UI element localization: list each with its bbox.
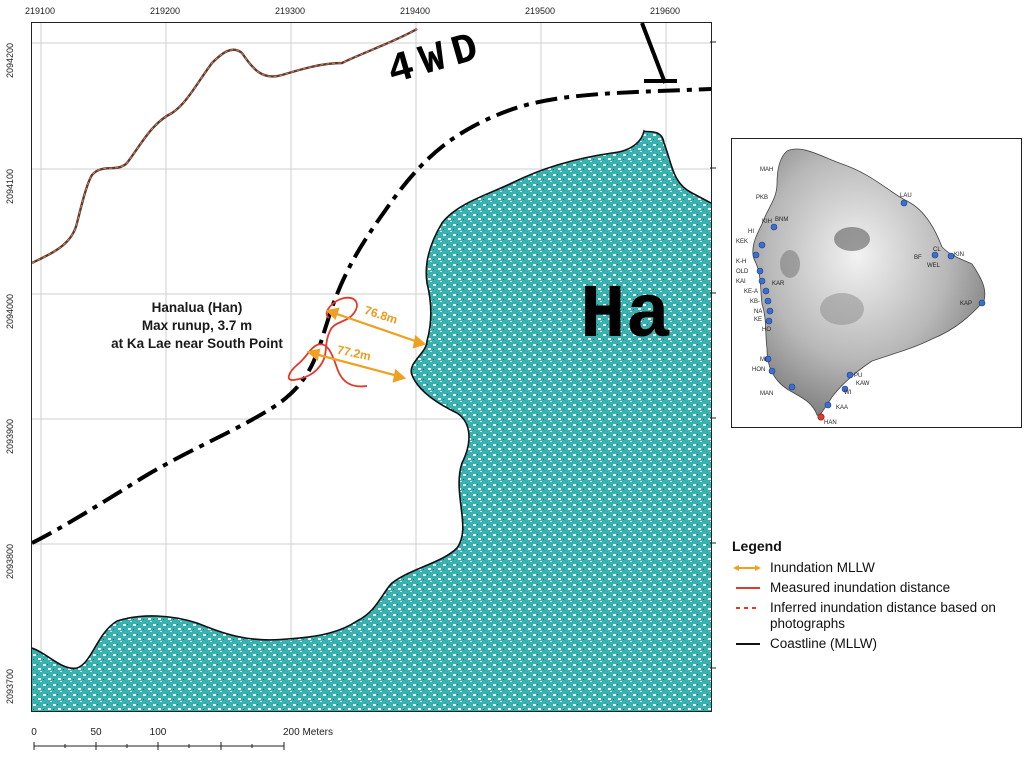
x-tick-label: 219600 xyxy=(649,6,681,16)
scale-label: 100 xyxy=(149,727,167,738)
right-axis-ticks xyxy=(710,41,716,669)
site-annotation: Hanalua (Han) Max runup, 3.7 m at Ka Lae… xyxy=(97,299,297,353)
site-label: HAN xyxy=(824,420,837,426)
map-canvas xyxy=(32,23,711,711)
x-tick-label: 219200 xyxy=(149,6,181,16)
x-tick-label: 219100 xyxy=(24,6,56,16)
dirt-road xyxy=(32,87,711,545)
coastline xyxy=(32,129,711,670)
legend-label: Inferred inundation distance based on ph… xyxy=(770,600,996,631)
site-label: KE xyxy=(754,317,762,323)
hualalai-relief xyxy=(780,250,800,278)
inset-map: MAH PKB KIH BNM HI KEK K-H OLD KAI KAR K… xyxy=(731,138,1022,428)
site-label: KB- xyxy=(750,299,760,305)
site-label: BNM xyxy=(775,217,788,223)
inset-canvas: MAH PKB KIH BNM HI KEK K-H OLD KAI KAR K… xyxy=(736,148,986,426)
red-dashed-line-icon xyxy=(736,607,760,609)
site-label: KAI xyxy=(736,279,746,285)
x-tick-label: 219400 xyxy=(399,6,431,16)
inundation-arrows xyxy=(306,307,427,383)
trail-line-highlight xyxy=(32,28,418,264)
trail-line xyxy=(32,27,418,265)
site-label: HO xyxy=(762,327,771,333)
annotation-line-3: at Ka Lae near South Point xyxy=(111,336,283,351)
site-label: KEK xyxy=(736,239,748,245)
x-tick-label: 219300 xyxy=(274,6,306,16)
site-label: KAR xyxy=(772,281,785,287)
site-labels: MAH PKB KIH BNM HI KEK K-H OLD KAI KAR K… xyxy=(736,167,972,426)
site-label: MAN xyxy=(760,391,773,397)
legend-item-inferred: Inferred inundation distance based on ph… xyxy=(732,600,1022,632)
site-label: HON xyxy=(752,367,765,373)
y-tick-label: 2094000 xyxy=(5,293,15,329)
scale-label: 0 xyxy=(31,727,37,738)
legend: Legend Inundation MLLW Measured inundati… xyxy=(732,538,1022,656)
site-label: HI xyxy=(748,229,754,235)
scale-label: 50 xyxy=(90,727,102,738)
legend-item-measured: Measured inundation distance xyxy=(732,580,1022,596)
ocean-area xyxy=(32,131,711,711)
red-line-icon xyxy=(736,587,760,589)
road-mark xyxy=(640,23,667,84)
site-label: OLD xyxy=(736,269,749,275)
mauna-kea-relief xyxy=(834,227,870,251)
y-tick-label: 2093700 xyxy=(5,668,15,704)
site-label: KIH xyxy=(762,219,772,225)
main-map: Hanalua (Han) Max runup, 3.7 m at Ka Lae… xyxy=(31,22,712,712)
site-markers xyxy=(752,199,986,409)
hanalua-marker xyxy=(817,413,825,421)
island-shape xyxy=(752,148,986,416)
scale-label: 200 Meters xyxy=(282,727,334,738)
legend-title: Legend xyxy=(732,538,782,554)
y-tick-label: 2094200 xyxy=(5,42,15,78)
legend-item-coastline: Coastline (MLLW) xyxy=(732,636,1022,652)
site-label: MI xyxy=(760,357,767,363)
site-label: WEL xyxy=(927,263,941,269)
site-label: LAU xyxy=(900,193,912,199)
scale-ruler xyxy=(33,742,285,750)
mauna-loa-relief xyxy=(820,293,864,325)
y-tick-label: 2093900 xyxy=(5,418,15,454)
site-label: BF xyxy=(914,255,922,261)
site-label: KIN xyxy=(954,252,964,258)
annotation-line-2: Max runup, 3.7 m xyxy=(141,318,253,333)
site-label: KE-A xyxy=(744,289,758,295)
site-label: KAA xyxy=(836,405,848,411)
place-label: Ha xyxy=(580,273,672,359)
annotation-line-1: Hanalua (Han) xyxy=(151,300,243,315)
site-label: KAW xyxy=(856,381,870,387)
site-label: MAH xyxy=(760,167,773,173)
x-tick-label: 219500 xyxy=(524,6,556,16)
site-label: PKB xyxy=(756,195,768,201)
y-tick-label: 2093800 xyxy=(5,543,15,579)
legend-label: Inundation MLLW xyxy=(770,560,875,575)
site-label: NA xyxy=(754,309,762,315)
site-label: WI xyxy=(844,390,852,396)
measured-inundation-line xyxy=(287,296,368,388)
y-tick-label: 2094100 xyxy=(5,168,15,204)
site-label: CL xyxy=(933,247,941,253)
orange-arrow-icon xyxy=(733,565,761,571)
legend-label: Measured inundation distance xyxy=(770,580,951,595)
site-label: KAP xyxy=(960,301,972,307)
legend-item-inundation: Inundation MLLW xyxy=(732,560,1022,576)
site-label: K-H xyxy=(736,259,746,265)
site-label: PU xyxy=(854,373,862,379)
legend-label: Coastline (MLLW) xyxy=(770,636,878,651)
black-line-icon xyxy=(736,643,760,645)
